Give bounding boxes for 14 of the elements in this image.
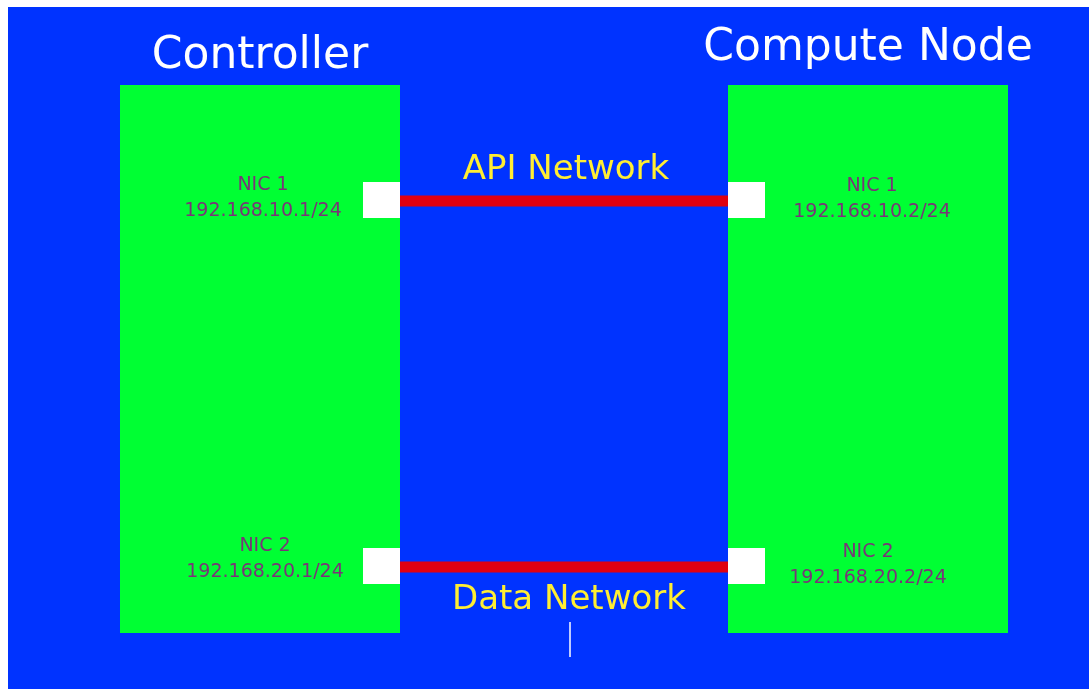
port-box — [728, 182, 765, 218]
edge-label: API Network — [461, 147, 671, 188]
host-title: Controller — [150, 27, 370, 80]
port-box — [363, 182, 400, 218]
nic-address-label: NIC 1 192.168.10.2/24 — [792, 172, 952, 224]
port-box — [728, 548, 765, 584]
edge-label: Data Network — [451, 577, 687, 618]
network-cable — [400, 561, 728, 573]
nic-address-label: NIC 2 192.168.20.1/24 — [185, 532, 345, 584]
network-cable — [400, 195, 728, 207]
nic-address-label: NIC 1 192.168.10.1/24 — [183, 171, 343, 223]
port-box — [363, 548, 400, 584]
host-title: Compute Node — [702, 19, 1034, 72]
nic-address-label: NIC 2 192.168.20.2/24 — [788, 538, 948, 590]
